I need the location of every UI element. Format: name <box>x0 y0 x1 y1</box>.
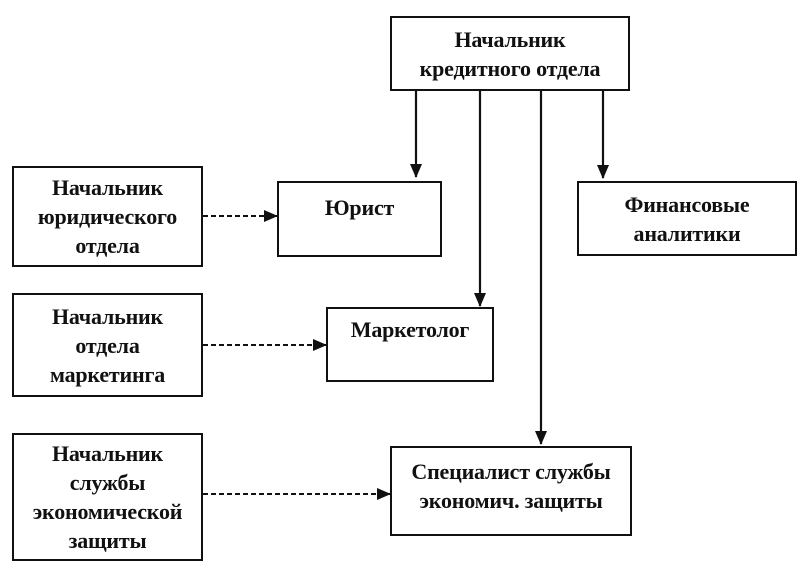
node-label-line: экономической <box>32 499 183 524</box>
node-label-line: Начальник <box>454 26 566 52</box>
node-label-line: кредитного отдела <box>419 55 601 81</box>
node-lawyer: Юрист <box>277 181 442 257</box>
node-label-line: аналитики <box>633 220 741 246</box>
node-marketer: Маркетолог <box>326 307 494 382</box>
node-head-credit-dept: Начальник кредитного отдела <box>390 16 630 91</box>
node-label-line: Юрист <box>324 195 395 220</box>
node-label-line: службы <box>69 470 146 495</box>
node-label-line: Начальник <box>51 175 164 200</box>
node-head-marketing-dept: Начальник отдела маркетинга <box>12 293 203 397</box>
node-label-line: маркетинга <box>49 361 166 387</box>
node-label-line: Финансовые <box>624 191 750 217</box>
node-head-legal-dept: Начальник юридического отдела <box>12 166 203 267</box>
node-financial-analysts: Финансовые аналитики <box>577 181 797 256</box>
node-label-line: юридического <box>37 204 178 229</box>
node-security-specialist: Специалист службы экономич. защиты <box>390 446 632 536</box>
node-label-line: Маркетолог <box>350 317 470 342</box>
node-label-line: защиты <box>68 528 147 553</box>
node-label-line: Начальник <box>51 441 164 466</box>
node-label-line: Начальник <box>51 303 164 329</box>
node-label-line: отдела <box>75 332 140 358</box>
node-head-security-service: Начальник службы экономической защиты <box>12 433 203 561</box>
node-label-line: отдела <box>75 233 140 258</box>
node-label-line: Специалист службы <box>411 459 611 484</box>
node-label-line: экономич. защиты <box>419 488 603 513</box>
